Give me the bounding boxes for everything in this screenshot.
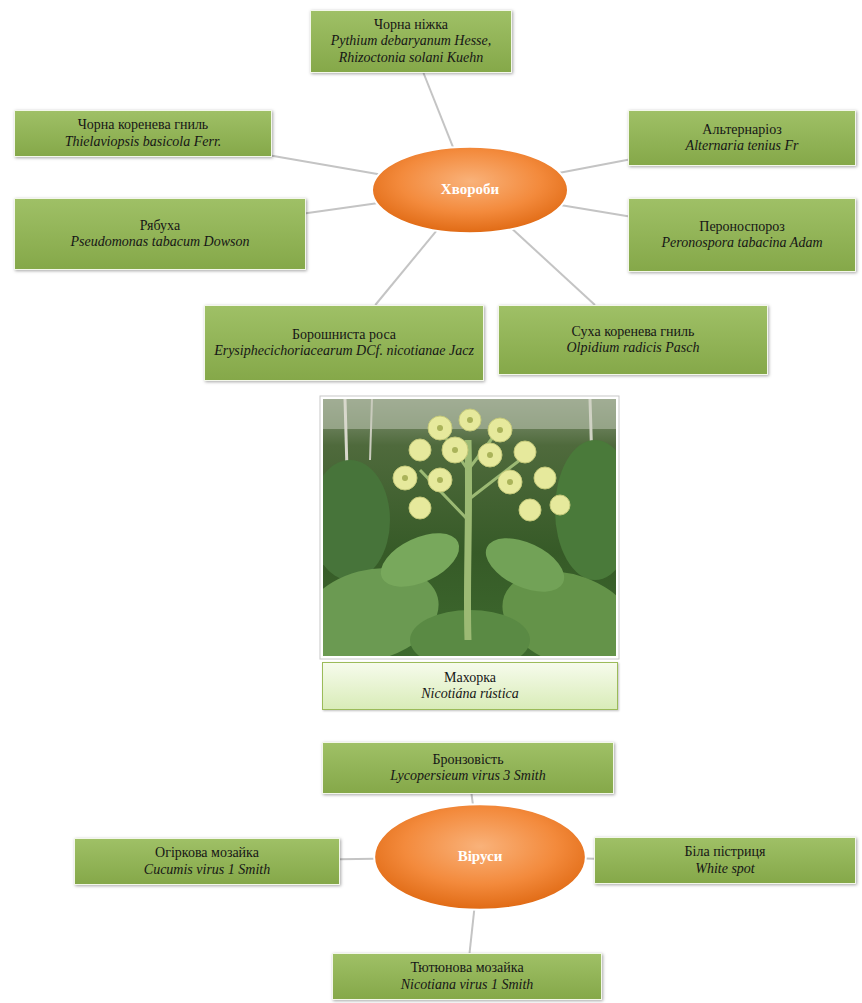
flower: [534, 467, 556, 489]
connector-line: [560, 160, 628, 173]
flower: [442, 437, 468, 463]
common-name: Махорка: [421, 670, 519, 686]
latin-name: Erysiphecichoriacearum DCf. nicotianae J…: [214, 343, 474, 359]
connector-line: [424, 73, 454, 147]
disease-box: АльтернаріозAlternaria tenius Fr: [628, 110, 856, 166]
flower-centre: [402, 475, 408, 481]
tree-trunk: [345, 399, 347, 470]
plant-caption: МахоркаNicotiána rústica: [322, 662, 618, 710]
flower-centre: [437, 477, 443, 483]
latin-name: Alternaria tenius Fr: [686, 138, 799, 154]
common-name: Чорна коренева гниль: [65, 117, 222, 133]
flower: [409, 439, 431, 461]
connector-line: [472, 794, 473, 804]
text-holder: Борошниста росаErysiphecichoriacearum DC…: [206, 323, 482, 363]
latin-name: Nicotiána rústica: [421, 686, 519, 702]
text-holder: Віруси: [450, 844, 511, 869]
flower-centres: [402, 417, 513, 485]
text-holder: Чорна коренева гнильThielaviopsis basico…: [57, 113, 230, 153]
leaf: [323, 460, 390, 580]
common-name: Пероноспороз: [662, 219, 823, 235]
text-holder: Чорна ніжкаPythium debaryanum Hesse, Rhi…: [311, 13, 511, 69]
flower-centre: [452, 447, 458, 453]
text-holder: БронзовістьLycopersieum virus 3 Smith: [382, 748, 554, 788]
flower: [514, 441, 536, 463]
flower-centre: [467, 417, 473, 423]
common-name: Бронзовість: [390, 752, 546, 768]
latin-name: Peronospora tabacina Adam: [662, 235, 823, 251]
latin-name: White spot: [685, 861, 766, 877]
flower: [550, 495, 570, 515]
text-holder: ПероноспорозPeronospora tabacina Adam: [654, 215, 831, 255]
text-holder: Огіркова мозайкаCucumis virus 1 Smith: [136, 841, 278, 881]
flower: [498, 470, 522, 494]
latin-name: Thielaviopsis basicola Ferr.: [65, 134, 222, 150]
virus-box: Огіркова мозайкаCucumis virus 1 Smith: [74, 838, 340, 885]
common-name: Тютюнова мозайка: [401, 960, 534, 976]
common-name: Борошниста роса: [214, 327, 474, 343]
latin-name: Pseudomonas tabacum Dowson: [71, 234, 250, 250]
flower: [519, 499, 541, 521]
text-holder: Тютюнова мозайкаNicotiana virus 1 Smith: [393, 956, 542, 996]
disease-box: ПероноспорозPeronospora tabacina Adam: [628, 198, 856, 272]
connector-line: [272, 156, 379, 174]
flower-centre: [487, 452, 493, 458]
latin-name: Nicotiana virus 1 Smith: [401, 977, 534, 993]
text-holder: Суха коренева гнильOlpidium radicis Pasc…: [559, 320, 708, 360]
flower-centre: [507, 479, 513, 485]
common-name: Хвороби: [441, 181, 499, 198]
text-holder: РябухаPseudomonas tabacum Dowson: [63, 214, 258, 254]
flower: [409, 497, 431, 519]
disease-box: РябухаPseudomonas tabacum Dowson: [14, 198, 306, 270]
connector-line: [306, 203, 377, 213]
connector-line: [470, 910, 475, 953]
flower: [459, 409, 481, 431]
flower: [428, 416, 452, 440]
connector-line: [512, 229, 595, 305]
plant-photo: [323, 399, 616, 656]
tree-trunk: [370, 399, 372, 460]
connector-line: [375, 231, 436, 305]
disease-box: Чорна ніжкаPythium debaryanum Hesse, Rhi…: [310, 10, 512, 73]
latin-name: Cucumis virus 1 Smith: [144, 862, 270, 878]
common-name: Віруси: [458, 848, 503, 865]
connector-line: [562, 205, 628, 216]
hub-ellipse: Хвороби: [370, 145, 570, 235]
flower: [478, 443, 502, 467]
flower: [393, 466, 417, 490]
virus-box: БронзовістьLycopersieum virus 3 Smith: [322, 742, 614, 794]
common-name: Альтернаріоз: [686, 122, 799, 138]
connector-line: [586, 858, 594, 860]
text-holder: Хвороби: [433, 177, 507, 202]
disease-box: Суха коренева гнильOlpidium radicis Pasc…: [498, 305, 768, 375]
disease-box: Чорна коренева гнильThielaviopsis basico…: [14, 110, 272, 157]
text-holder: МахоркаNicotiána rústica: [413, 666, 527, 706]
ellipse-shape: [372, 147, 568, 233]
common-name: Суха коренева гниль: [567, 324, 700, 340]
text-holder: АльтернаріозAlternaria tenius Fr: [678, 118, 807, 158]
virus-box: Тютюнова мозайкаNicotiana virus 1 Smith: [332, 953, 602, 1000]
flower-cluster: [393, 409, 570, 521]
common-name: Біла пістриця: [685, 844, 766, 860]
latin-name: Lycopersieum virus 3 Smith: [390, 768, 546, 784]
disease-box: Борошниста росаErysiphecichoriacearum DC…: [204, 305, 484, 381]
leaf: [373, 522, 468, 597]
common-name: Рябуха: [71, 218, 250, 234]
latin-name: Olpidium radicis Pasch: [567, 340, 700, 356]
leaf: [478, 527, 573, 602]
connector-line: [340, 858, 374, 861]
common-name: Чорна ніжка: [319, 17, 503, 33]
ellipse-shape: [374, 804, 586, 910]
common-name: Огіркова мозайка: [144, 845, 270, 861]
latin-name: Pythium debaryanum Hesse, Rhizoctonia so…: [319, 33, 503, 65]
hub-ellipse: Віруси: [372, 802, 588, 912]
virus-box: Біла пістрицяWhite spot: [594, 837, 856, 884]
flower: [488, 418, 512, 442]
text-holder: Біла пістрицяWhite spot: [677, 840, 774, 880]
flower-centre: [437, 425, 443, 431]
flower: [428, 468, 452, 492]
flower-centre: [497, 427, 503, 433]
